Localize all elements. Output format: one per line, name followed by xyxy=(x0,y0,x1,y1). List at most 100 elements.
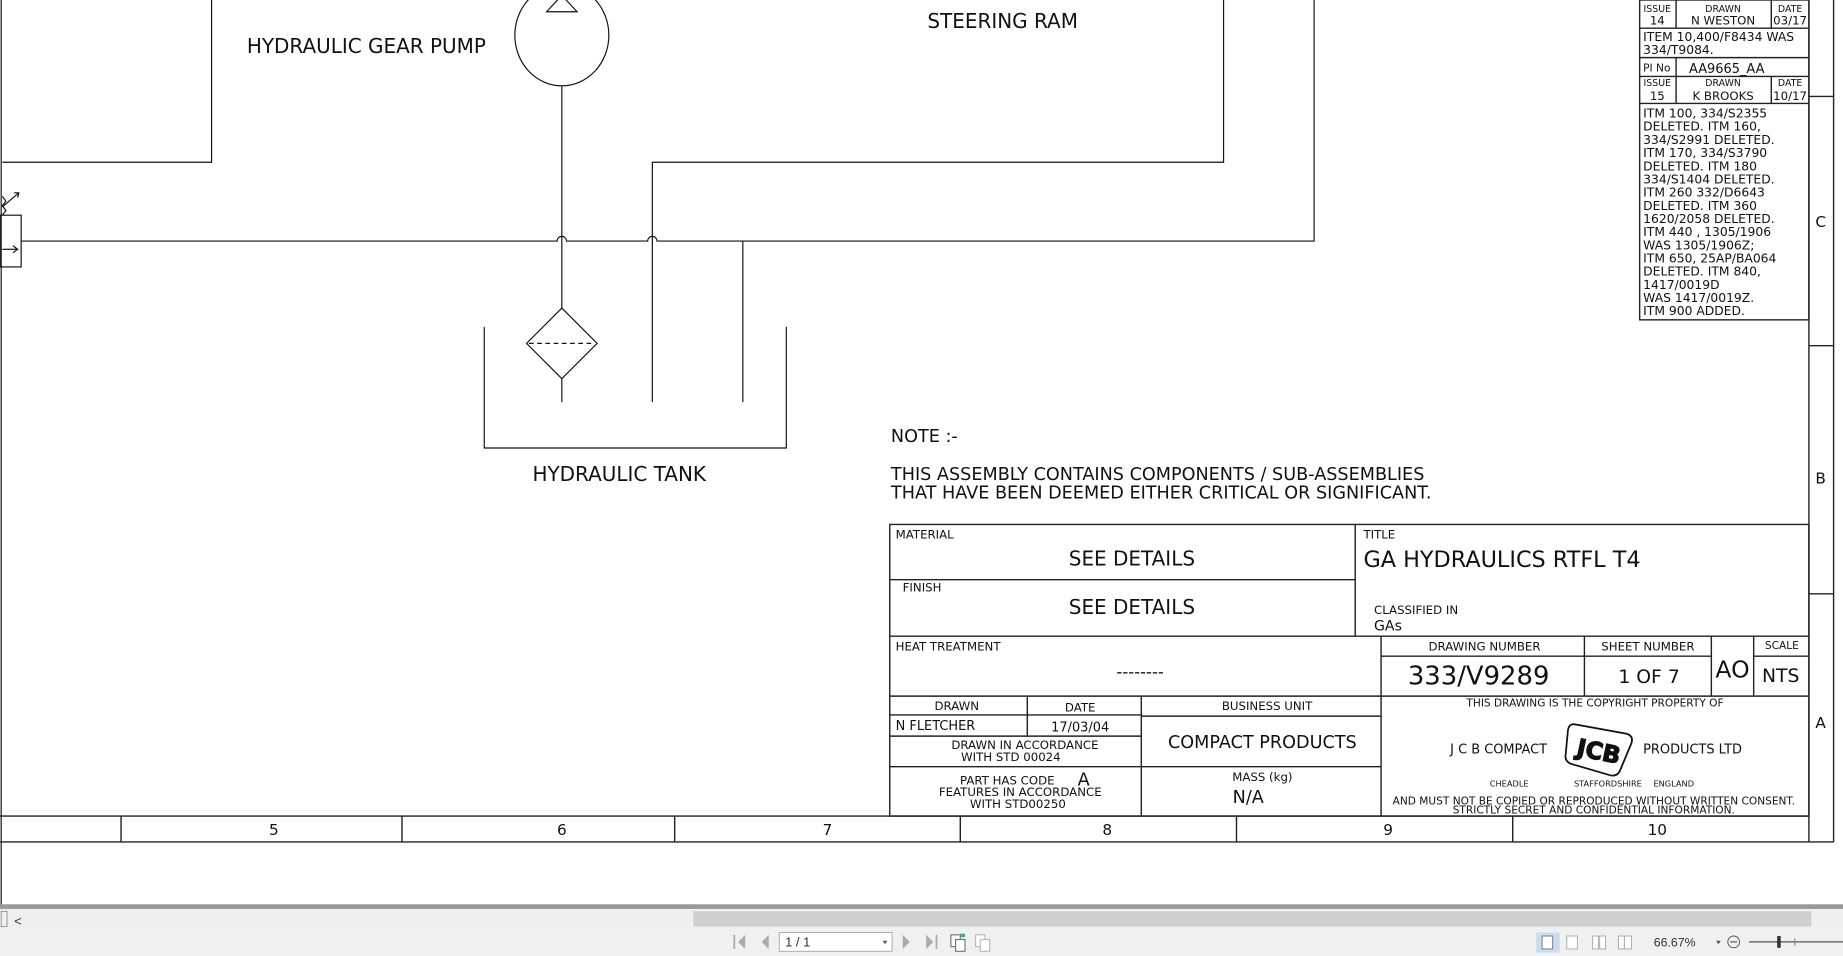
mass-value: N/A xyxy=(1233,788,1264,808)
heat-treatment-value: -------- xyxy=(1116,662,1164,681)
revision-text: 1620/2058 DELETED. xyxy=(1643,212,1774,226)
note-heading: NOTE :- xyxy=(891,427,958,447)
zoom-dropdown-icon[interactable] xyxy=(1716,940,1721,945)
revision-text: DELETED. ITM 160, xyxy=(1643,120,1761,134)
material-value: SEE DETAILS xyxy=(1069,547,1195,571)
company-name: PRODUCTS LTD xyxy=(1643,743,1742,758)
pump-label: HYDRAULIC GEAR PUMP xyxy=(247,34,486,58)
revision-text: 1417/0019D xyxy=(1643,278,1719,292)
issue-date: 10/17 xyxy=(1773,89,1807,103)
revision-text: ITM 440 , 1305/1906 xyxy=(1643,225,1771,239)
copyright-text: STRICTLY SECRET AND CONFIDENTIAL INFORMA… xyxy=(1453,805,1735,817)
steering-ram-label: STEERING RAM xyxy=(927,9,1078,33)
date-header: DATE xyxy=(1778,4,1802,15)
copyright-text: THIS DRAWING IS THE COPYRIGHT PROPERTY O… xyxy=(1465,698,1723,710)
sheet-number: 1 OF 7 xyxy=(1618,667,1679,688)
filter-symbol xyxy=(525,307,598,380)
horizontal-scrollbar[interactable]: < xyxy=(0,908,1843,928)
zoom-slider[interactable] xyxy=(1748,936,1843,948)
date-label: DATE xyxy=(1065,700,1096,714)
drawing-number-label: DRAWING NUMBER xyxy=(1429,639,1541,653)
drawn-header: DRAWN xyxy=(1705,4,1741,15)
code-text: WITH STD00250 xyxy=(970,797,1066,811)
sheet-size: AO xyxy=(1715,655,1749,683)
zoom-value[interactable]: 66.67% xyxy=(1654,936,1696,950)
component-outline xyxy=(2,0,213,163)
page-dropdown-icon[interactable] xyxy=(882,940,888,945)
next-page-icon[interactable] xyxy=(902,934,910,949)
gear-pump-symbol xyxy=(514,0,610,87)
date-value: 17/03/04 xyxy=(1051,720,1109,735)
revision-text: DELETED. ITM 180 xyxy=(1643,159,1757,173)
revision-text: ITM 900 ADDED. xyxy=(1643,304,1745,318)
classified-label: CLASSIFIED IN xyxy=(1374,603,1458,617)
tank-symbol xyxy=(483,326,787,449)
heat-treatment-label: HEAT TREATMENT xyxy=(896,639,1002,653)
view-controls: 66.67% xyxy=(1536,932,1843,953)
page-number-value[interactable]: 1 / 1 xyxy=(785,935,810,950)
classified-value: GAs xyxy=(1374,618,1402,634)
pi-value: AA9665_AA xyxy=(1689,62,1765,77)
drawing-title: GA HYDRAULICS RTFL T4 xyxy=(1363,547,1640,573)
zoom-slider-handle[interactable] xyxy=(1777,936,1781,948)
location-text: CHEADLE xyxy=(1490,779,1529,789)
facing-icon[interactable] xyxy=(1592,935,1607,950)
revision-text: 334/T9084. xyxy=(1643,43,1714,57)
zone-label: 6 xyxy=(557,821,567,839)
zone-label: 7 xyxy=(823,821,833,839)
previous-page-icon[interactable] xyxy=(761,934,769,949)
relief-valve-symbol xyxy=(0,192,22,268)
company-name: J C B COMPACT xyxy=(1449,743,1547,758)
revision-text: ITM 650, 25AP/BA064 xyxy=(1643,251,1776,265)
issue-number: 15 xyxy=(1650,89,1665,103)
note-line: THAT HAVE BEEN DEEMED EITHER CRITICAL OR… xyxy=(890,484,1432,504)
drawing-canvas: HYDRAULIC GEAR PUMP STEERING RAM HYDRAUL… xyxy=(0,0,1835,906)
revision-text: ITM 100, 334/S2355 xyxy=(1643,107,1767,121)
page-number-input[interactable] xyxy=(778,932,893,952)
zone-label: 5 xyxy=(269,821,279,839)
revision-text: DELETED. ITM 840, xyxy=(1643,265,1761,279)
hydraulic-lines xyxy=(21,0,1315,403)
note-line: THIS ASSEMBLY CONTAINS COMPONENTS / SUB-… xyxy=(890,465,1424,485)
issue-header: ISSUE xyxy=(1644,78,1672,89)
first-page-icon[interactable] xyxy=(733,934,746,949)
zone-label: C xyxy=(1815,213,1826,231)
revision-text: ITM 260 332/D6643 xyxy=(1643,186,1765,200)
drawn-header: DRAWN xyxy=(1705,78,1741,89)
pi-label: PI No xyxy=(1643,63,1670,75)
rotate-icon[interactable] xyxy=(950,933,966,952)
zone-label: 9 xyxy=(1383,821,1393,839)
drawn-by: N WESTON xyxy=(1691,14,1755,28)
copy-icon[interactable] xyxy=(974,934,991,952)
mass-label: MASS (kg) xyxy=(1232,770,1292,784)
material-label: MATERIAL xyxy=(896,528,955,542)
drawn-value: N FLETCHER xyxy=(896,719,976,734)
page-navigation: 1 / 1 xyxy=(733,932,991,952)
location-text: STAFFORDSHIRE xyxy=(1574,779,1642,789)
chevron-left-icon[interactable]: < xyxy=(14,913,22,928)
drawn-label: DRAWN xyxy=(934,699,979,713)
continuous-icon[interactable] xyxy=(1566,935,1578,950)
scale-label: SCALE xyxy=(1765,640,1799,652)
continuous-facing-icon[interactable] xyxy=(1618,935,1632,950)
issue-date: 03/17 xyxy=(1773,14,1807,28)
issue-number: 14 xyxy=(1650,14,1665,28)
revision-text: ITEM 10,400/F8434 WAS xyxy=(1643,30,1794,44)
business-unit-value: COMPACT PRODUCTS xyxy=(1168,733,1357,753)
last-page-icon[interactable] xyxy=(926,934,938,949)
title-label: TITLE xyxy=(1362,528,1395,542)
revision-text: WAS 1417/0019Z. xyxy=(1643,291,1754,305)
revision-text: WAS 1305/1906Z; xyxy=(1643,238,1754,252)
drawing-number: 333/V9289 xyxy=(1408,661,1550,691)
zone-label: A xyxy=(1815,714,1826,732)
code-text: FEATURES IN ACCORDANCE xyxy=(939,785,1102,799)
copyright-text: AND MUST NOT BE COPIED OR REPRODUCED WIT… xyxy=(1393,795,1795,807)
revision-text: 334/S1404 DELETED. xyxy=(1643,172,1774,186)
scrollbar-thumb[interactable] xyxy=(693,911,1812,927)
viewer-chrome: < 1 / 1 66.67% xyxy=(0,904,1843,956)
zoom-out-icon[interactable] xyxy=(1727,935,1741,949)
business-unit-label: BUSINESS UNIT xyxy=(1222,699,1313,713)
zone-label: B xyxy=(1815,469,1825,487)
code-text: PART HAS CODE xyxy=(960,773,1055,787)
finish-value: SEE DETAILS xyxy=(1069,595,1195,619)
